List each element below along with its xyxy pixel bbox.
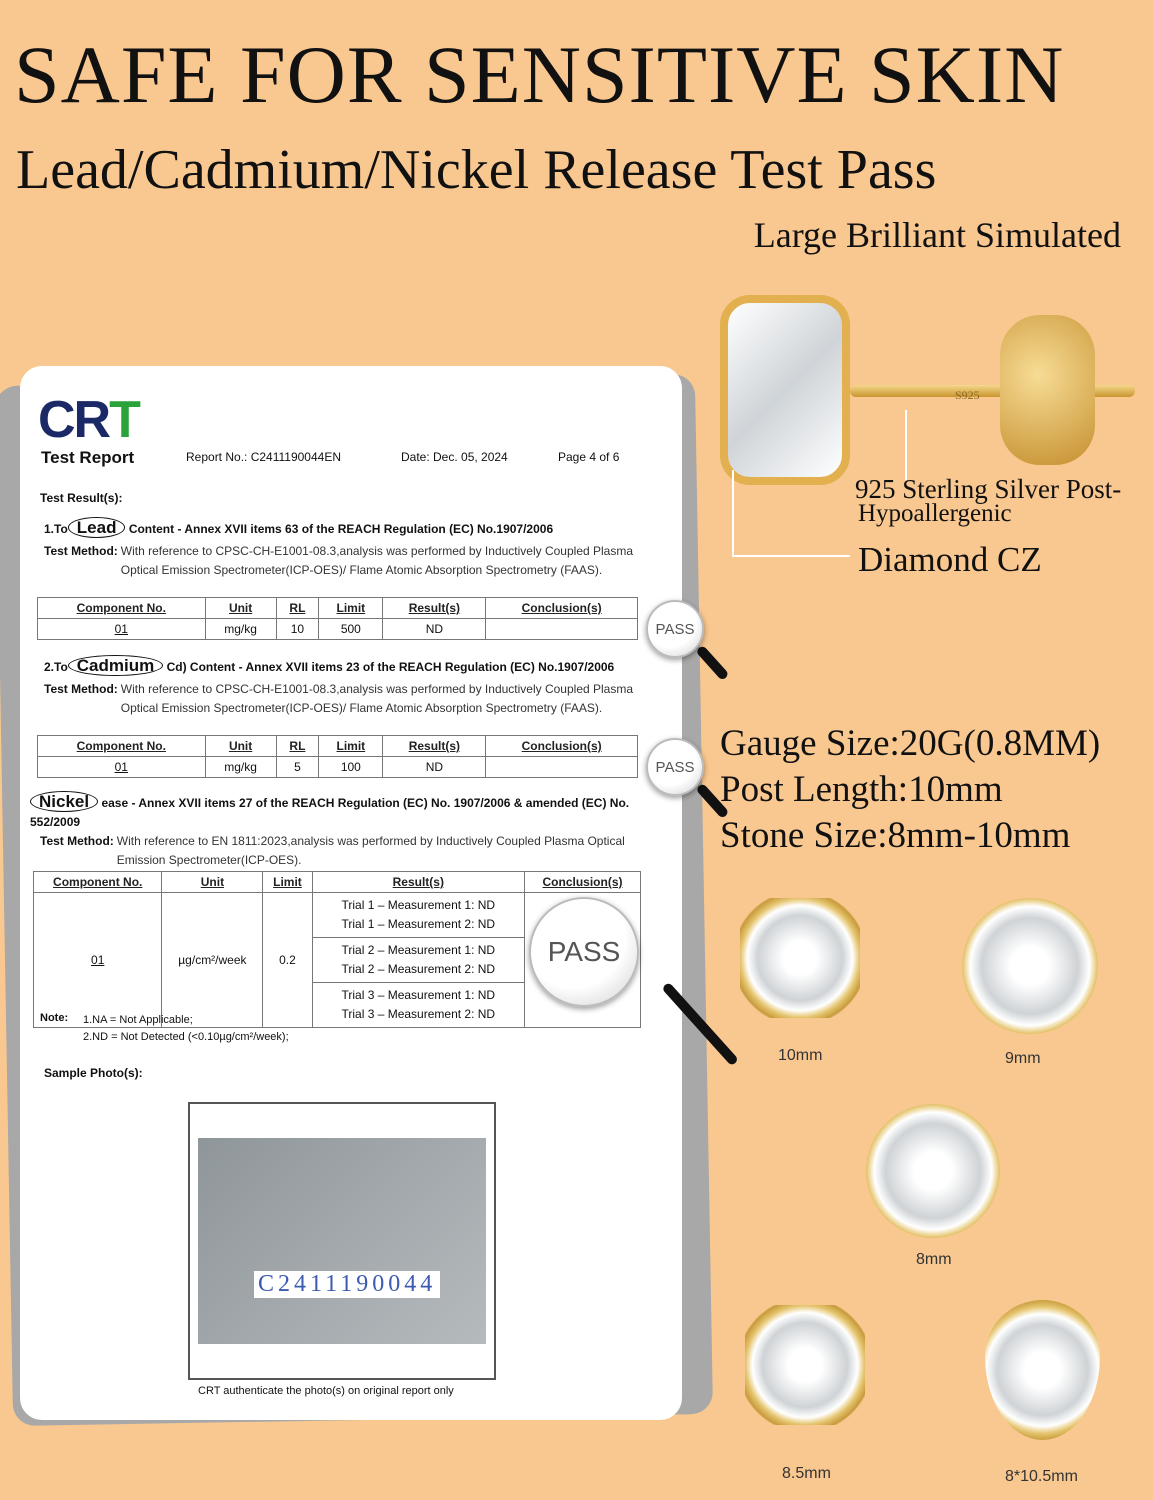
- sec1-method: With reference to CPSC-CH-E1001-08.3,ana…: [120, 544, 634, 577]
- note-item: 2.ND = Not Detected (<0.10µg/cm²/week);: [83, 1031, 289, 1043]
- method-label: Test Method:: [44, 682, 118, 696]
- headline: SAFE FOR SENSITIVE SKIN: [14, 29, 1065, 120]
- test-report-document: CRT Test Report Report No.: C2411190044E…: [20, 366, 682, 1420]
- sec2-prefix: 2.To: [44, 660, 68, 674]
- size-label: 8.5mm: [782, 1465, 831, 1482]
- sec3-title: ease - Annex XVII items 27 of the REACH …: [30, 796, 630, 829]
- report-number: Report No.: C2411190044EN: [186, 450, 341, 464]
- crt-logo: CRT: [38, 391, 141, 449]
- size-label: 8mm: [916, 1251, 952, 1268]
- sec3-method: With reference to EN 1811:2023,analysis …: [116, 834, 625, 867]
- sec1-title: Content - Annex XVII items 63 of the REA…: [128, 522, 554, 536]
- method-label: Test Method:: [40, 834, 114, 848]
- sample-photo: C2411190044: [188, 1102, 496, 1380]
- cadmium-highlight: Cadmium: [67, 655, 164, 676]
- post-callout: 925 Sterling Silver Post-: [855, 474, 1122, 504]
- pass-magnifier-icon: PASS: [529, 897, 639, 1007]
- earring-cushion-image: [740, 898, 860, 1018]
- tagline: Large Brilliant Simulated: [753, 215, 1121, 255]
- report-title: Test Report: [41, 448, 135, 467]
- nickel-highlight: Nickel: [30, 791, 99, 812]
- spec-gauge: Gauge Size:20G(0.8MM): [720, 723, 1101, 764]
- size-label: 10mm: [778, 1047, 823, 1064]
- sample-code: C2411190044: [254, 1271, 441, 1298]
- report-date: Date: Dec. 05, 2024: [401, 450, 508, 464]
- stone-callout: Diamond CZ: [858, 540, 1042, 579]
- earring-round-image: [866, 1104, 1000, 1238]
- lead-highlight: Lead: [67, 517, 126, 538]
- size-label: 9mm: [1005, 1050, 1041, 1067]
- spec-post-length: Post Length:10mm: [720, 769, 1003, 810]
- size-label: 8*10.5mm: [1005, 1468, 1078, 1485]
- sec1-prefix: 1.To: [44, 522, 68, 536]
- method-label: Test Method:: [44, 544, 118, 558]
- post-stamp: S925: [955, 388, 980, 402]
- sec2-title: Cd) Content - Annex XVII items 23 of the…: [166, 660, 615, 674]
- earring-image: S925: [710, 285, 1140, 505]
- spec-stone-size: Stone Size:8mm-10mm: [720, 815, 1071, 856]
- report-page: Page 4 of 6: [558, 450, 620, 464]
- subheadline: Lead/Cadmium/Nickel Release Test Pass: [16, 139, 937, 201]
- earring-round-halo-image: [962, 898, 1098, 1034]
- results-label: Test Result(s):: [40, 491, 123, 505]
- note-label: Note:: [40, 1012, 69, 1024]
- sec2-method: With reference to CPSC-CH-E1001-08.3,ana…: [120, 682, 634, 715]
- earring-princess-image: [745, 1305, 865, 1425]
- post-callout-2: Hypoallergenic: [858, 500, 1012, 527]
- note-item: 1.NA = Not Applicable;: [83, 1014, 193, 1026]
- sample-photo-label: Sample Photo(s):: [44, 1066, 143, 1080]
- pass-magnifier-icon: PASS: [646, 738, 704, 796]
- photo-caption: CRT authenticate the photo(s) on origina…: [198, 1385, 454, 1397]
- pass-magnifier-icon: PASS: [646, 600, 704, 658]
- earring-pear-image: [985, 1300, 1100, 1440]
